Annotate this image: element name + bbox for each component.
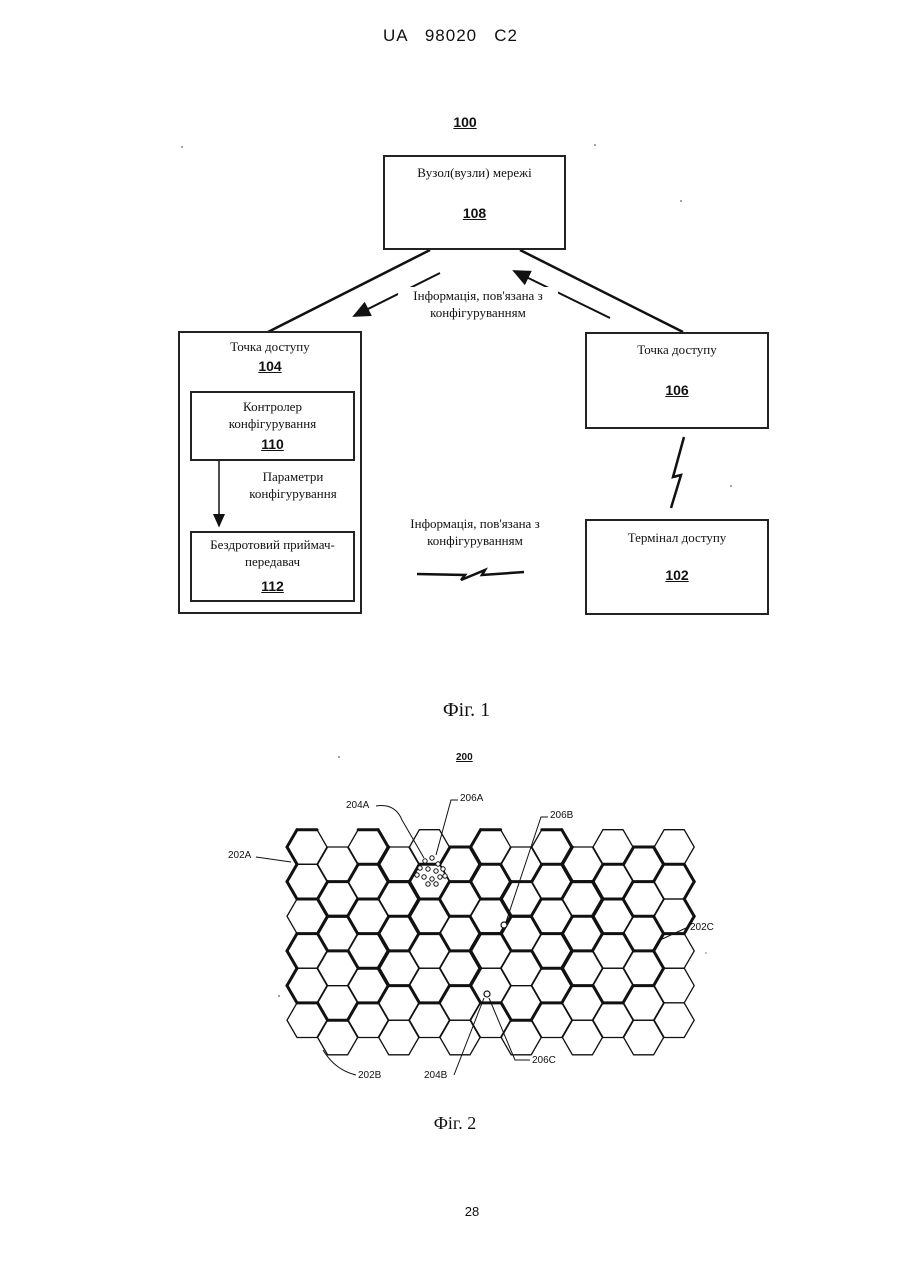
cluster-boundary [409,899,419,916]
cluster-boundary [471,864,481,881]
label-202A: 202A [228,850,251,861]
label-206C: 206C [532,1055,556,1066]
cluster-boundary [470,934,480,951]
cluster-boundary [348,916,358,933]
cluster-boundary [532,951,542,968]
cluster-boundary [471,882,481,899]
device-206B [501,922,507,928]
cluster-boundary [318,1003,328,1020]
cluster-boundary [562,864,572,881]
label-202B: 202B [358,1070,381,1081]
cluster-boundary [623,882,633,899]
cluster-boundary [348,951,358,968]
cluster-boundary [531,899,541,916]
cluster-boundary [287,986,297,1003]
cluster-boundary [409,934,419,951]
cluster-boundary [379,916,389,933]
cluster-boundary [654,968,664,985]
cluster-boundary [532,864,542,881]
cluster-boundary [654,934,664,951]
label-202C: 202C [690,922,714,933]
cluster-boundary [287,882,297,899]
page-number: 28 [0,1204,901,1219]
cluster-boundary [379,968,389,985]
cluster-boundary [593,986,603,1003]
cluster-boundary [287,864,297,881]
cluster-boundary [562,968,572,985]
cluster-boundary [318,934,328,951]
cluster-boundary [348,899,358,916]
cluster-boundary [440,934,450,951]
cluster-boundary [593,899,603,916]
cluster-boundary [531,916,541,933]
cluster-boundary [409,882,419,899]
cluster-boundary [440,847,450,864]
cluster-boundary [562,830,572,847]
cluster-boundary [684,899,694,916]
cluster-boundary [624,847,634,864]
cluster-boundary [623,986,633,1003]
cluster-boundary [624,934,634,951]
cluster-boundary [654,847,664,864]
cluster-boundary [562,934,572,951]
cluster-boundary [318,916,328,933]
cluster-boundary [470,847,480,864]
label-204B: 204B [424,1070,447,1081]
cluster-boundary [654,916,664,933]
cluster-boundary [471,986,481,1003]
cluster-boundary [287,830,297,847]
cluster-boundary [470,916,480,933]
cluster-boundary [439,986,449,1003]
label-204A: 204A [346,800,369,811]
cluster-boundary [654,951,664,968]
cluster-boundary [348,864,358,881]
cluster-boundary [378,830,388,847]
cluster-boundary [379,847,389,864]
cluster-boundary [623,899,633,916]
cluster-boundary [684,864,694,881]
cluster-boundary [378,882,388,899]
cluster-boundary [287,934,297,951]
cluster-boundary [439,882,449,899]
cluster-boundary [471,830,481,847]
cluster-boundary [593,882,603,899]
cluster-boundary [378,864,388,881]
cluster-boundary [501,864,511,881]
cluster-boundary [348,1003,358,1020]
cluster-boundary [287,968,297,985]
cluster-boundary [592,934,602,951]
cluster-boundary [471,951,481,968]
cluster-boundary [562,951,572,968]
cluster-boundary [562,882,572,899]
device-206C [484,991,490,997]
label-206A: 206A [460,793,483,804]
cluster-boundary [593,864,603,881]
cluster-boundary [439,899,449,916]
cluster-boundary [379,934,389,951]
cluster-boundary [378,986,388,1003]
cluster-boundary [409,916,419,933]
label-206B: 206B [550,810,573,821]
cluster-boundary [562,847,572,864]
cluster-boundary [409,986,419,1003]
fig2-caption: Фіг. 2 [0,1113,901,1134]
cluster-boundary [654,864,664,881]
cluster-boundary [501,1003,511,1020]
cluster-boundary [562,916,572,933]
cluster-boundary [501,882,511,899]
cluster-boundary [318,882,328,899]
cluster-boundary [378,951,388,968]
cluster-boundary [287,951,297,968]
cluster-boundary [471,968,481,985]
cluster-boundary [562,986,572,1003]
cluster-boundary [318,899,328,916]
cluster-boundary [684,882,694,899]
cluster-boundary [501,934,511,951]
cluster-boundary [593,916,603,933]
cluster-boundary [531,1003,541,1020]
